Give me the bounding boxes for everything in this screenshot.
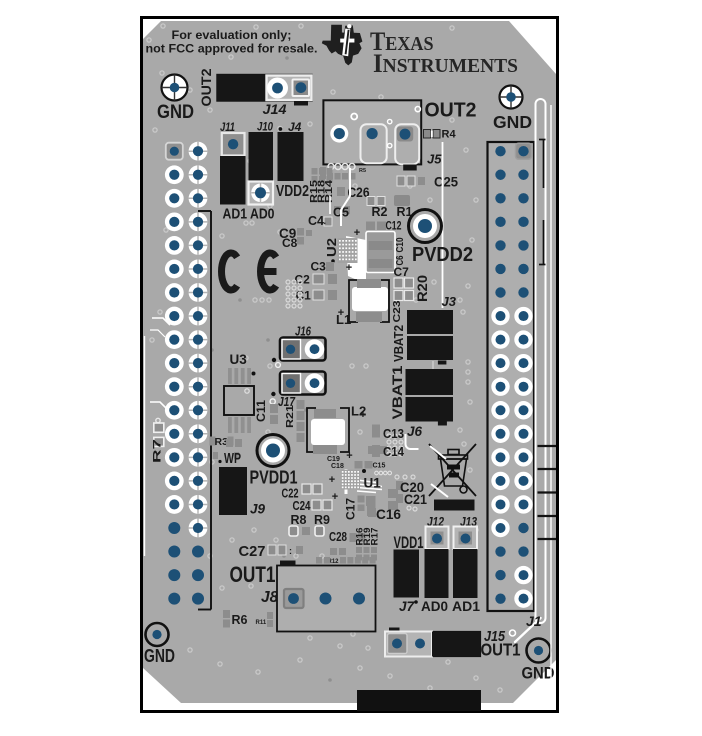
svg-text:WP: WP	[224, 450, 241, 467]
svg-text:C24: C24	[293, 499, 311, 513]
svg-text:C21: C21	[404, 492, 427, 507]
svg-text:J6: J6	[407, 424, 423, 439]
svg-text:..: ..	[321, 216, 326, 226]
svg-text:R5: R5	[359, 168, 366, 174]
svg-text:J5: J5	[427, 152, 442, 167]
svg-text:C20: C20	[400, 480, 424, 495]
svg-text:AD1 AD0: AD1 AD0	[223, 206, 275, 223]
svg-text:+: +	[354, 227, 360, 239]
svg-text:C25: C25	[434, 175, 458, 190]
svg-text:PVDD1: PVDD1	[250, 468, 298, 488]
svg-text:C12: C12	[386, 221, 402, 233]
svg-text:J9: J9	[250, 502, 266, 517]
svg-text:J7: J7	[399, 599, 416, 614]
svg-text:R18: R18	[317, 179, 328, 203]
svg-text:VBAT2: VBAT2	[391, 325, 406, 362]
svg-text:C27: C27	[239, 543, 266, 560]
svg-text:R6: R6	[232, 613, 248, 627]
svg-text:For evaluation only;: For evaluation only;	[172, 28, 292, 42]
svg-text:+: +	[329, 474, 335, 486]
svg-text:R7: R7	[152, 439, 164, 463]
svg-text:C28: C28	[329, 529, 347, 544]
svg-text:R1: R1	[397, 205, 413, 219]
svg-text:GND: GND	[493, 112, 532, 132]
svg-text:C13: C13	[383, 427, 404, 441]
svg-text:C9: C9	[279, 226, 296, 241]
svg-text:not FCC approved for resale.: not FCC approved for resale.	[146, 42, 318, 56]
svg-text:L2: L2	[351, 404, 366, 419]
svg-text:J17: J17	[278, 395, 296, 409]
svg-text:J3: J3	[442, 294, 457, 309]
svg-text:J13: J13	[460, 514, 478, 529]
svg-text:AD1: AD1	[452, 599, 481, 614]
svg-text:C16: C16	[376, 507, 401, 522]
svg-text:J15: J15	[484, 629, 506, 645]
svg-text:U2: U2	[324, 238, 339, 257]
svg-text:U1: U1	[364, 476, 382, 491]
svg-text:R16: R16	[355, 528, 365, 546]
svg-text:C10: C10	[395, 237, 406, 252]
svg-text:AD0: AD0	[421, 599, 448, 614]
svg-text:L1: L1	[336, 312, 351, 327]
svg-text:OUT2: OUT2	[199, 69, 214, 107]
svg-text:J12: J12	[427, 514, 445, 529]
svg-text:J14: J14	[263, 101, 287, 117]
svg-text:J8: J8	[261, 589, 279, 606]
svg-text:R3: R3	[215, 436, 229, 448]
svg-text:GND: GND	[144, 646, 175, 666]
svg-text:R19: R19	[362, 528, 372, 546]
svg-text:J4: J4	[288, 120, 302, 134]
svg-text:R14: R14	[324, 179, 335, 203]
svg-text:+: +	[360, 409, 366, 421]
svg-text:+: +	[346, 262, 352, 274]
svg-text:OUT1: OUT1	[230, 562, 276, 587]
svg-text:R8: R8	[291, 513, 307, 527]
svg-text:J11: J11	[220, 120, 235, 134]
svg-text:C17: C17	[346, 498, 358, 520]
svg-text::: :	[289, 546, 292, 556]
svg-text:C6: C6	[395, 255, 406, 265]
svg-text:GND: GND	[157, 101, 194, 123]
svg-text:C14: C14	[383, 445, 404, 459]
svg-text:+: +	[346, 450, 352, 462]
svg-text:C19: C19	[327, 456, 340, 463]
svg-text:C15: C15	[373, 463, 386, 470]
svg-text:C3: C3	[311, 260, 327, 274]
svg-text:VBAT1: VBAT1	[389, 365, 405, 419]
svg-text:C22: C22	[282, 487, 299, 501]
svg-text:C18: C18	[331, 463, 344, 470]
svg-text:+: +	[332, 491, 338, 503]
svg-text:C23: C23	[392, 300, 403, 323]
svg-text:VDD1: VDD1	[394, 534, 424, 552]
svg-text:+: +	[338, 307, 344, 319]
svg-text:R9: R9	[314, 513, 330, 527]
svg-text:J1: J1	[526, 613, 542, 629]
svg-text:R21: R21	[285, 404, 296, 428]
svg-text:C26: C26	[348, 185, 370, 200]
svg-text:R12: R12	[328, 559, 340, 565]
svg-text:R11: R11	[256, 620, 267, 626]
svg-text:U3: U3	[230, 352, 248, 367]
svg-text:VDD2: VDD2	[276, 183, 309, 200]
svg-text:C4: C4	[308, 214, 324, 228]
svg-text:C8: C8	[282, 236, 298, 250]
svg-text:R4: R4	[442, 129, 457, 141]
svg-text:C7: C7	[394, 265, 410, 279]
svg-text:J10: J10	[257, 120, 273, 134]
svg-text:R20: R20	[415, 275, 430, 302]
svg-text:C11: C11	[256, 399, 268, 422]
svg-text:PVDD2: PVDD2	[412, 244, 473, 266]
svg-text:J16: J16	[295, 324, 312, 339]
svg-text:R15: R15	[309, 179, 320, 203]
svg-text:OUT1: OUT1	[481, 640, 521, 660]
svg-text:GND: GND	[522, 665, 555, 683]
svg-text:R2: R2	[372, 205, 388, 219]
svg-text:C2: C2	[295, 273, 311, 287]
svg-text:OUT2: OUT2	[425, 100, 477, 122]
svg-text:R17: R17	[370, 528, 380, 546]
